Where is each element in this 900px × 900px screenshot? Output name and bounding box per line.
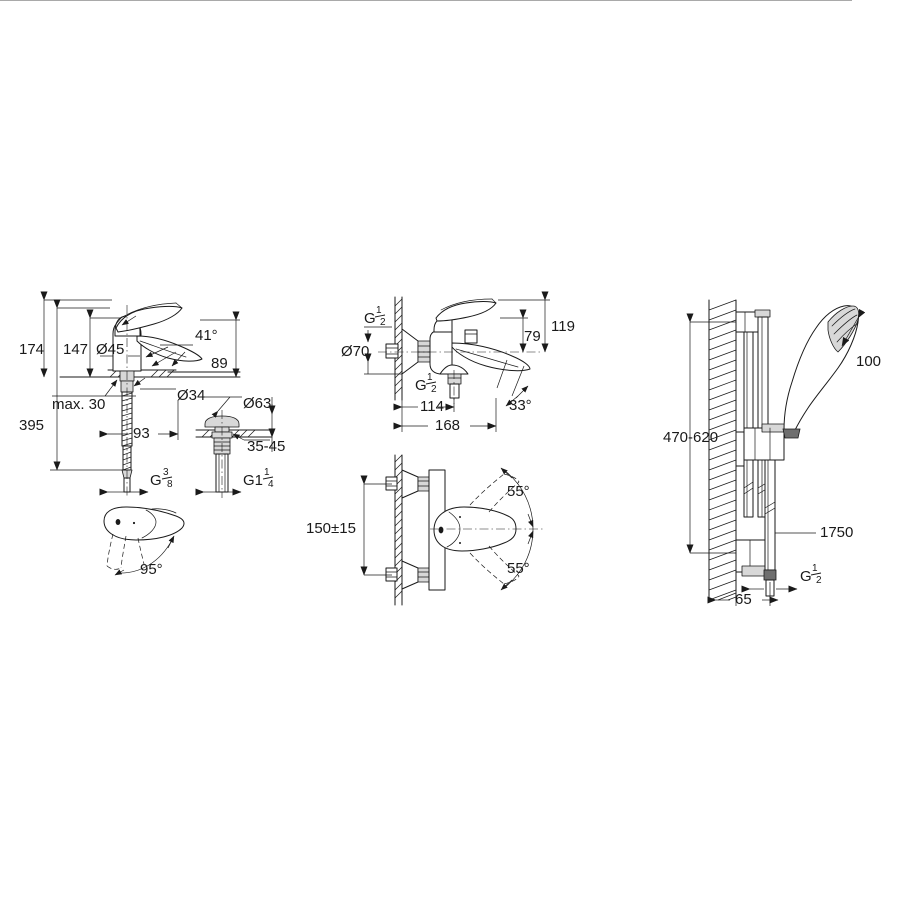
dim-waste-basin-thickness: 35-45 [247,438,285,455]
svg-text:3: 3 [163,467,169,478]
svg-text:G1: G1 [243,472,263,489]
basin-mixer-geometry [59,302,241,498]
svg-text:2: 2 [816,575,822,586]
view-waste: Ø63 35-45 G1 1 4 [195,395,285,498]
svg-text:G: G [800,568,812,585]
view-shower-rail: 470-620 100 1750 G 1 2 65 [0,0,881,608]
dim-bath-outlet-thread: G 1 2 [415,372,437,395]
svg-text:1: 1 [427,372,433,383]
view-basin-mixer-plan: 95° [103,506,185,578]
dim-basin-max-thickness: max. 30 [52,396,105,413]
dim-basin-projection: 89 [211,355,228,372]
view-bath-mixer-side: G 1 2 Ø70 119 79 G 1 2 [341,291,575,434]
dim-shower-head-diameter: 100 [856,353,881,370]
dim-shower-rail-range: 470-620 [663,429,718,446]
shower-wall-hatch [708,299,737,601]
basin-mixer-dimensions: 395 174 147 Ø45 41° 89 Ø34 [19,291,240,496]
dim-basin-total-height: 395 [19,417,44,434]
dim-bath-spout-height: 79 [524,328,541,345]
svg-text:G: G [415,377,427,394]
dim-basin-shank-diameter: Ø34 [177,387,205,404]
dim-bath-handle-angle: 33° [509,397,532,414]
dim-bath-total-projection: 168 [435,417,460,434]
dim-basin-spout-reach: 93 [133,425,150,442]
svg-text:G: G [364,310,376,327]
svg-text:2: 2 [380,317,386,328]
dim-bath-spout-projection: 114 [420,398,444,415]
view-bath-mixer-front: 55° 55° 150±15 [306,454,545,606]
dim-shower-hose-thread: G 1 2 [800,563,822,586]
dim-basin-174: 174 [19,341,44,358]
shower-dimensions: 470-620 100 1750 G 1 2 65 [0,0,881,608]
dim-basin-body-diameter: Ø45 [96,341,124,358]
dim-bath-lever-angle-down: 55° [507,560,530,577]
dim-basin-swivel-angle: 95° [140,561,163,578]
view-basin-mixer: 395 174 147 Ø45 41° 89 Ø34 [19,291,241,498]
svg-text:8: 8 [167,479,173,490]
svg-text:1: 1 [812,563,818,574]
dim-basin-handle-angle: 41° [195,327,218,344]
svg-text:1: 1 [376,305,382,316]
svg-text:G: G [150,472,162,489]
dim-shower-hose-length: 1750 [820,524,853,541]
svg-text:2: 2 [431,384,437,395]
dim-waste-thread: G1 1 4 [243,467,274,490]
dim-shower-wall-projection: 65 [735,591,752,608]
dim-bath-inlet-thread: G 1 2 [364,305,386,328]
dim-bath-lever-angle-up: 55° [507,483,530,500]
dim-bath-total-height: 119 [551,318,575,335]
svg-text:4: 4 [268,479,274,490]
dim-bath-inlet-centres: 150±15 [306,520,356,537]
dim-waste-cap-diameter: Ø63 [243,395,271,412]
dim-bath-escutcheon-diameter: Ø70 [341,343,369,360]
dim-basin-147: 147 [63,341,88,358]
svg-text:1: 1 [264,467,270,478]
dim-basin-supply-thread: G 3 8 [150,467,173,490]
bath-side-dimensions: G 1 2 Ø70 119 79 G 1 2 [341,291,575,434]
